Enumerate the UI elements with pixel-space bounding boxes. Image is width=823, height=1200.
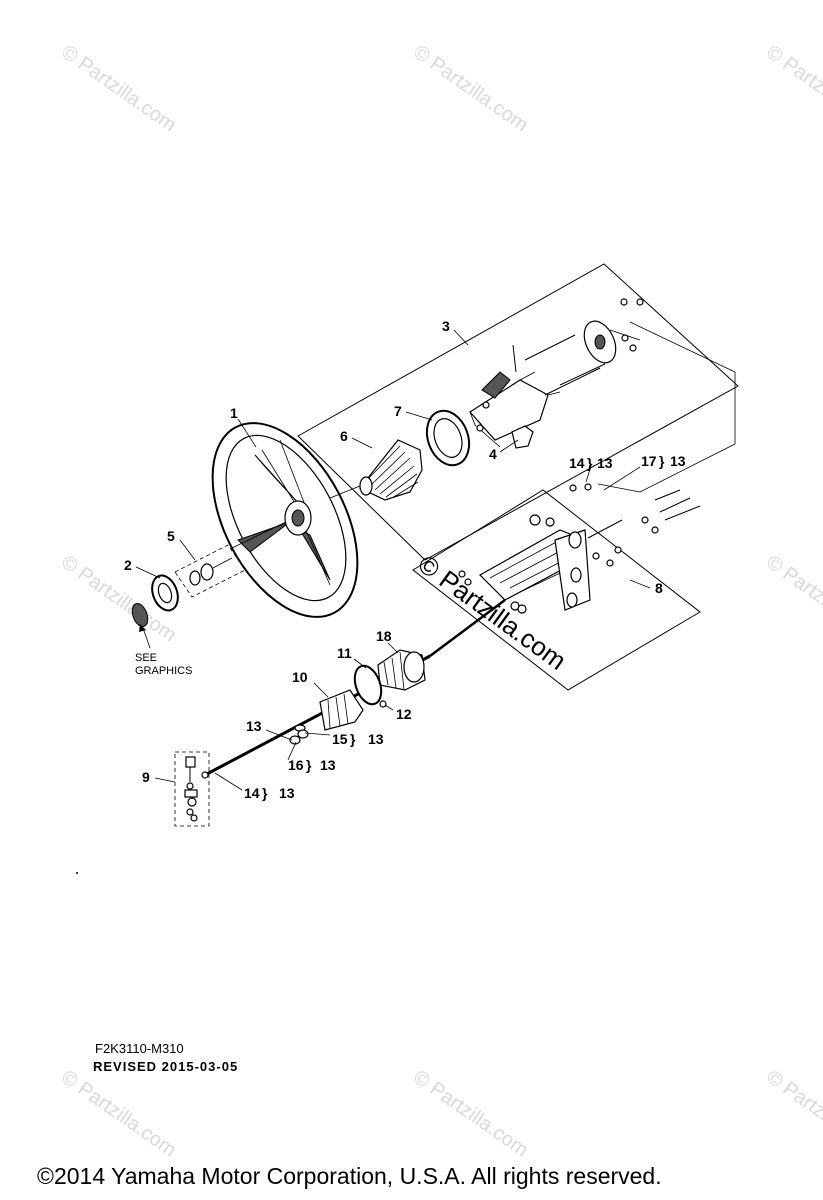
ref-16-target: 13: [320, 757, 336, 773]
callout-11: 11: [337, 645, 352, 661]
dashed-box-9: [174, 751, 210, 827]
watermark-top-left: © Partzilla.com: [57, 41, 180, 136]
clamp-11: [353, 664, 383, 706]
watermark-top-center: © Partzilla.com: [409, 41, 532, 136]
leader-lines: [135, 329, 651, 791]
watermark-top-right: © Partzilla.com: [762, 41, 823, 136]
ref-14-top-brace: }: [587, 455, 593, 471]
cable-rod: [429, 598, 506, 658]
assembly-box-3: [297, 263, 739, 561]
watermark-bottom-left: © Partzilla.com: [57, 1066, 180, 1161]
ref-15-target: 13: [368, 731, 384, 747]
washer-set-5: [189, 557, 233, 586]
screw-12: [379, 700, 387, 708]
helm-bolt-long: [512, 344, 517, 373]
ref-17-target: 13: [670, 453, 686, 469]
helm-body: [469, 298, 644, 448]
callout-3: 3: [442, 318, 450, 334]
center-cap-graphics: [131, 602, 149, 628]
revision-date: REVISED 2015-03-05: [93, 1059, 239, 1074]
ref-14-bottom-target: 13: [279, 785, 295, 801]
see-graphics-arrowhead: [139, 624, 146, 632]
cover-ring-7: [425, 409, 471, 467]
ref-15-brace: }: [350, 731, 356, 747]
stray-dot: [76, 872, 78, 874]
diagram-code: F2K3110-M310: [95, 1041, 184, 1056]
bracket-8: [458, 483, 701, 614]
shaft-line: [329, 485, 361, 499]
callout-1: 1: [230, 405, 238, 421]
cable-nuts: [289, 729, 309, 745]
callout-4: 4: [489, 446, 497, 462]
copyright-notice: ©2014 Yamaha Motor Corporation, U.S.A. A…: [37, 1163, 662, 1189]
boot-18: [377, 649, 426, 691]
callout-13: 13: [246, 718, 262, 734]
ref-14-top-target: 13: [597, 455, 613, 471]
bellows-10: [319, 689, 364, 731]
watermark-bottom-center: © Partzilla.com: [409, 1066, 532, 1161]
ref-14-top: 14: [569, 455, 585, 471]
spiral-boot-6: [359, 439, 423, 501]
ref-14-bottom-brace: }: [262, 785, 268, 801]
ref-17: 17: [641, 453, 657, 469]
callout-18: 18: [376, 628, 392, 644]
callout-8: 8: [655, 580, 663, 596]
callout-9: 9: [142, 769, 150, 785]
assembly-box-8: [412, 489, 701, 691]
ref-16-brace: }: [306, 757, 312, 773]
block-4: [511, 425, 534, 449]
see-graphics-arrow: [142, 627, 151, 649]
link-kit-9: [184, 756, 209, 822]
ref-15: 15: [332, 731, 348, 747]
callout-6: 6: [340, 428, 348, 444]
see-graphics-note-line1: SEE: [135, 652, 157, 664]
watermark-bottom-right: © Partzilla.com: [762, 1066, 823, 1161]
callout-12: 12: [396, 706, 412, 722]
hub-nut: [151, 574, 179, 612]
callout-2: 2: [124, 557, 132, 573]
watermark-mid-right: © Partzilla.com: [762, 551, 823, 646]
callout-5: 5: [167, 528, 175, 544]
callout-labels: 1 3 7 6 4 5 2 8 18 11 10 12 13 9 14 } 13…: [124, 318, 686, 801]
callout-10: 10: [292, 669, 308, 685]
callout-7: 7: [394, 403, 402, 419]
ref-14-bottom: 14: [244, 785, 260, 801]
connector-line: [597, 321, 736, 493]
see-graphics-note-line2: GRAPHICS: [135, 665, 192, 677]
ref-17-brace: }: [659, 453, 665, 469]
steering-wheel: [211, 422, 359, 618]
ref-16: 16: [288, 757, 304, 773]
